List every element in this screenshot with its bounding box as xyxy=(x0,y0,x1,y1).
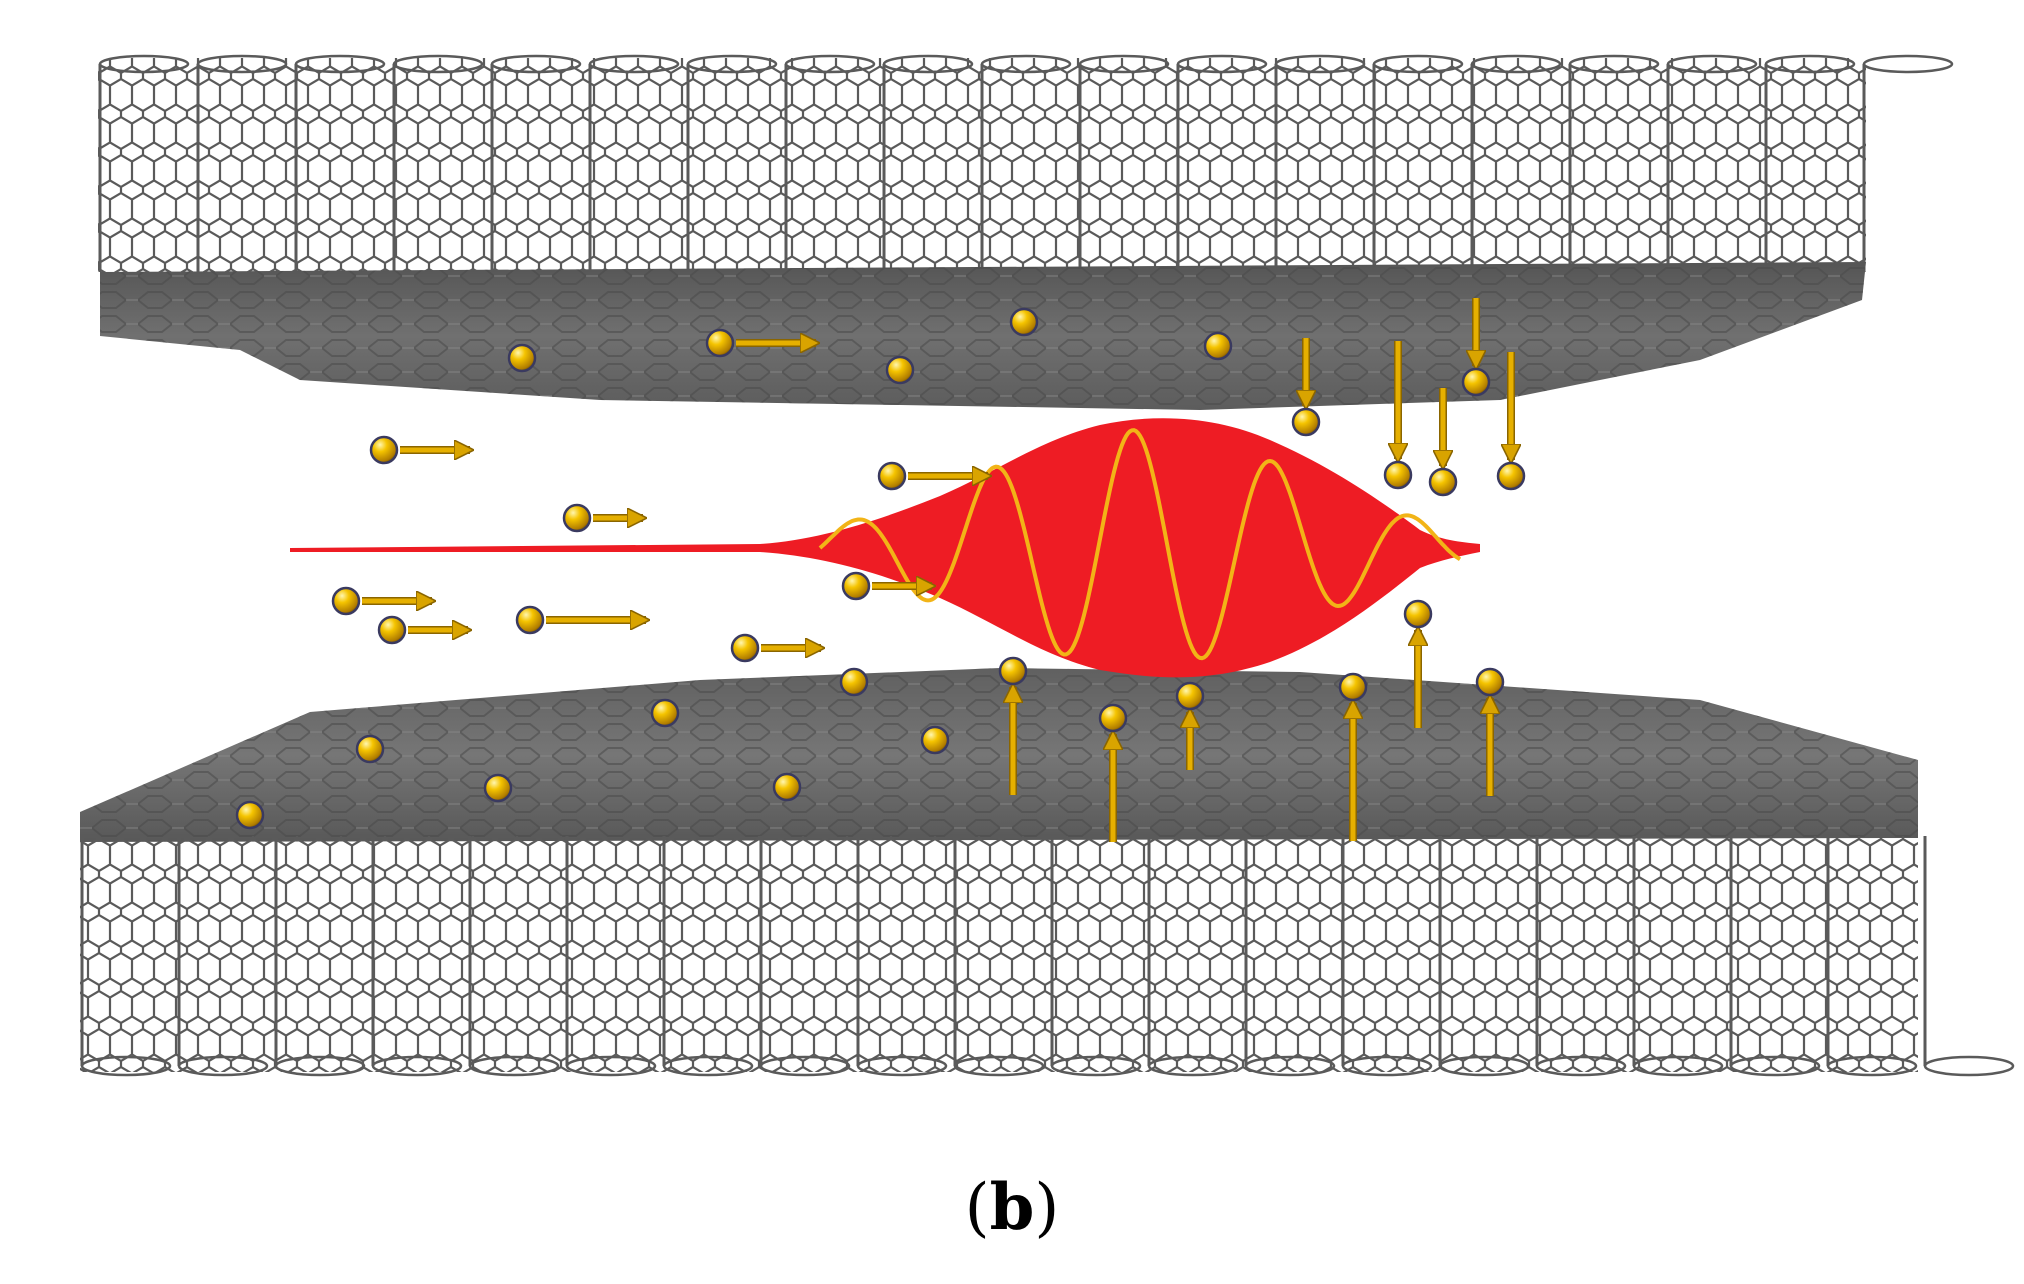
electron-ball xyxy=(369,435,399,465)
pulse-wave-packet xyxy=(290,418,1480,678)
electron-ball xyxy=(1175,681,1205,711)
electron-particle xyxy=(331,586,432,616)
bottom-nanotube-array xyxy=(80,836,2015,1077)
electron-ball xyxy=(730,633,760,663)
electron-particle xyxy=(515,605,646,635)
electron-ball xyxy=(1338,672,1368,702)
electron-particle xyxy=(1338,672,1368,841)
tube-rim xyxy=(1923,1055,2015,1077)
electron-ball xyxy=(1475,667,1505,697)
electron-particle xyxy=(885,355,915,385)
electron-ball xyxy=(1496,461,1526,491)
electron-ball xyxy=(1428,467,1458,497)
electron-ball xyxy=(331,586,361,616)
top-tube-outlines xyxy=(98,54,1954,272)
wave-envelope xyxy=(290,418,1480,678)
electron-particle xyxy=(705,328,816,358)
wave-carrier xyxy=(818,428,1462,661)
electron-particle xyxy=(369,435,470,465)
electron-particle xyxy=(841,571,932,601)
electron-particle xyxy=(507,343,537,373)
electron-ball xyxy=(1009,307,1039,337)
bottom-graphene-slab xyxy=(80,668,1918,842)
electron-particle xyxy=(1175,681,1205,770)
tube-rim xyxy=(1862,54,1954,74)
electron-particle xyxy=(1291,338,1321,437)
electron-particle xyxy=(1496,352,1526,491)
electron-ball xyxy=(1098,703,1128,733)
electron-particle xyxy=(1383,341,1413,490)
electron-particle xyxy=(1461,298,1491,397)
top-nanotube-array xyxy=(98,54,1954,272)
electron-particle xyxy=(730,633,821,663)
top-graphene-slab xyxy=(100,262,1866,410)
electron-particle xyxy=(998,656,1028,795)
electron-particle xyxy=(1098,703,1128,842)
electron-ball xyxy=(920,725,950,755)
electron-ball xyxy=(885,355,915,385)
electron-ball xyxy=(772,772,802,802)
electron-particle xyxy=(839,667,869,697)
electron-particle xyxy=(772,772,802,802)
electron-ball xyxy=(515,605,545,635)
electron-particle xyxy=(877,461,988,491)
electron-particle xyxy=(355,734,385,764)
panel-label: (b) xyxy=(964,1170,1060,1245)
electron-ball xyxy=(483,773,513,803)
electron-particle xyxy=(1428,388,1458,497)
electron-ball xyxy=(1403,599,1433,629)
electron-ball xyxy=(377,615,407,645)
electron-ball xyxy=(998,656,1028,686)
electron-ball xyxy=(562,503,592,533)
electron-ball xyxy=(1383,460,1413,490)
bottom-tube-walls xyxy=(80,836,1918,1072)
electron-particle xyxy=(235,800,265,830)
electron-ball xyxy=(650,698,680,728)
electron-ball xyxy=(839,667,869,697)
electron-ball xyxy=(1461,367,1491,397)
electron-particle xyxy=(483,773,513,803)
electron-ball xyxy=(355,734,385,764)
electron-ball xyxy=(841,571,871,601)
electron-ball xyxy=(877,461,907,491)
electron-ball xyxy=(1203,331,1233,361)
electron-particle xyxy=(377,615,468,645)
electron-particle xyxy=(1009,307,1039,337)
electron-ball xyxy=(235,800,265,830)
electron-particle xyxy=(920,725,950,755)
electron-particle xyxy=(650,698,680,728)
electron-particle xyxy=(1403,599,1433,728)
electron-particle xyxy=(1203,331,1233,361)
electron-particle xyxy=(1475,667,1505,796)
electron-particles xyxy=(235,298,1526,842)
electron-ball xyxy=(1291,407,1321,437)
electron-particle xyxy=(562,503,643,533)
electron-ball xyxy=(507,343,537,373)
bottom-tube-outlines xyxy=(80,836,2015,1077)
electron-ball xyxy=(705,328,735,358)
